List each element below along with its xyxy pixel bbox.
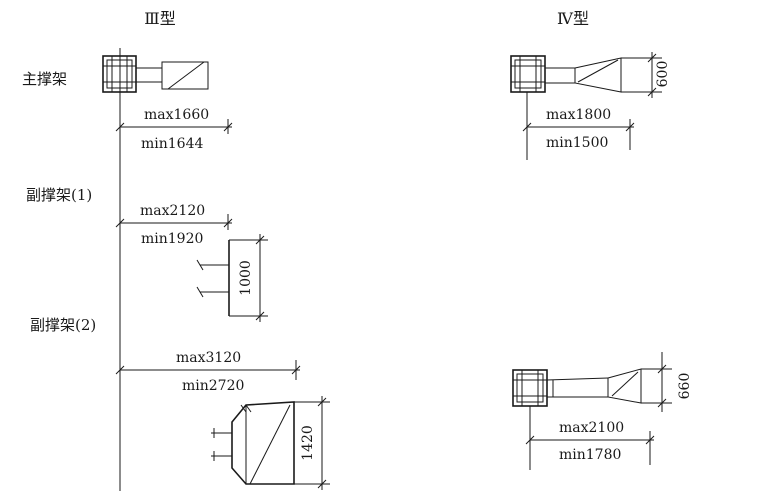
tick-mark	[115, 365, 125, 375]
t3-aux2-height: 1420	[300, 425, 316, 461]
t3-aux1-min: min1920	[141, 231, 203, 247]
t3-aux1-bracket-sketch	[196, 240, 230, 316]
label-main-bracket: 主撑架	[22, 70, 67, 88]
tick-mark	[291, 365, 301, 375]
t4-aux2-bracket-sketch	[512, 368, 642, 407]
tick-mark	[645, 435, 655, 445]
t3-aux2-max: max3120	[176, 350, 241, 366]
tick-mark	[657, 364, 667, 374]
t4-main-height: 600	[655, 61, 671, 88]
t3-aux2-bracket-sketch	[211, 401, 330, 485]
t4-main-bracket-sketch	[510, 55, 622, 93]
tick-mark	[647, 53, 657, 63]
t3-aux2-dimension: max3120 min2720	[115, 350, 301, 394]
t4-aux2-min: min1780	[559, 447, 621, 463]
tick-mark	[657, 398, 667, 408]
t4-aux2-dimension: max2100 min1780	[525, 420, 655, 465]
t4-aux2-height: 660	[677, 373, 693, 400]
label-aux-bracket-1: 副撑架(1)	[26, 186, 92, 204]
tick-mark	[115, 218, 125, 228]
tick-mark	[223, 122, 233, 132]
t3-main-max: max1660	[144, 107, 209, 123]
tick-mark	[317, 397, 327, 407]
tick-mark	[317, 479, 327, 489]
t3-main-bracket-sketch	[102, 55, 209, 93]
header-type3: Ⅲ型	[144, 9, 175, 28]
t3-aux2-min: min2720	[182, 378, 244, 394]
header-type4: Ⅳ型	[557, 9, 589, 28]
t3-aux1-height: 1000	[238, 260, 254, 296]
t3-main-dimension: max1660 min1644	[115, 107, 233, 152]
t3-aux1-dimension: max2120 min1920	[115, 203, 233, 247]
tick-mark	[522, 122, 532, 132]
t3-aux2-height-dimension: 1420	[300, 396, 327, 490]
t4-aux2-height-dimension: 660	[641, 352, 693, 412]
tick-mark	[625, 122, 635, 132]
t4-main-min: min1500	[546, 135, 608, 151]
t3-main-min: min1644	[141, 136, 203, 152]
tick-mark	[115, 122, 125, 132]
label-aux-bracket-2: 副撑架(2)	[30, 316, 96, 334]
tick-mark	[525, 435, 535, 445]
t4-main-max: max1800	[546, 107, 611, 123]
t3-aux1-max: max2120	[140, 203, 205, 219]
tick-mark	[255, 235, 265, 245]
t4-main-height-dimension: 600	[621, 52, 671, 98]
t4-aux2-max: max2100	[559, 420, 624, 436]
tick-mark	[223, 218, 233, 228]
t4-main-dimension: max1800 min1500	[522, 107, 635, 151]
tick-mark	[255, 311, 265, 321]
t3-aux1-height-dimension: 1000	[229, 234, 268, 322]
tick-mark	[647, 87, 657, 97]
